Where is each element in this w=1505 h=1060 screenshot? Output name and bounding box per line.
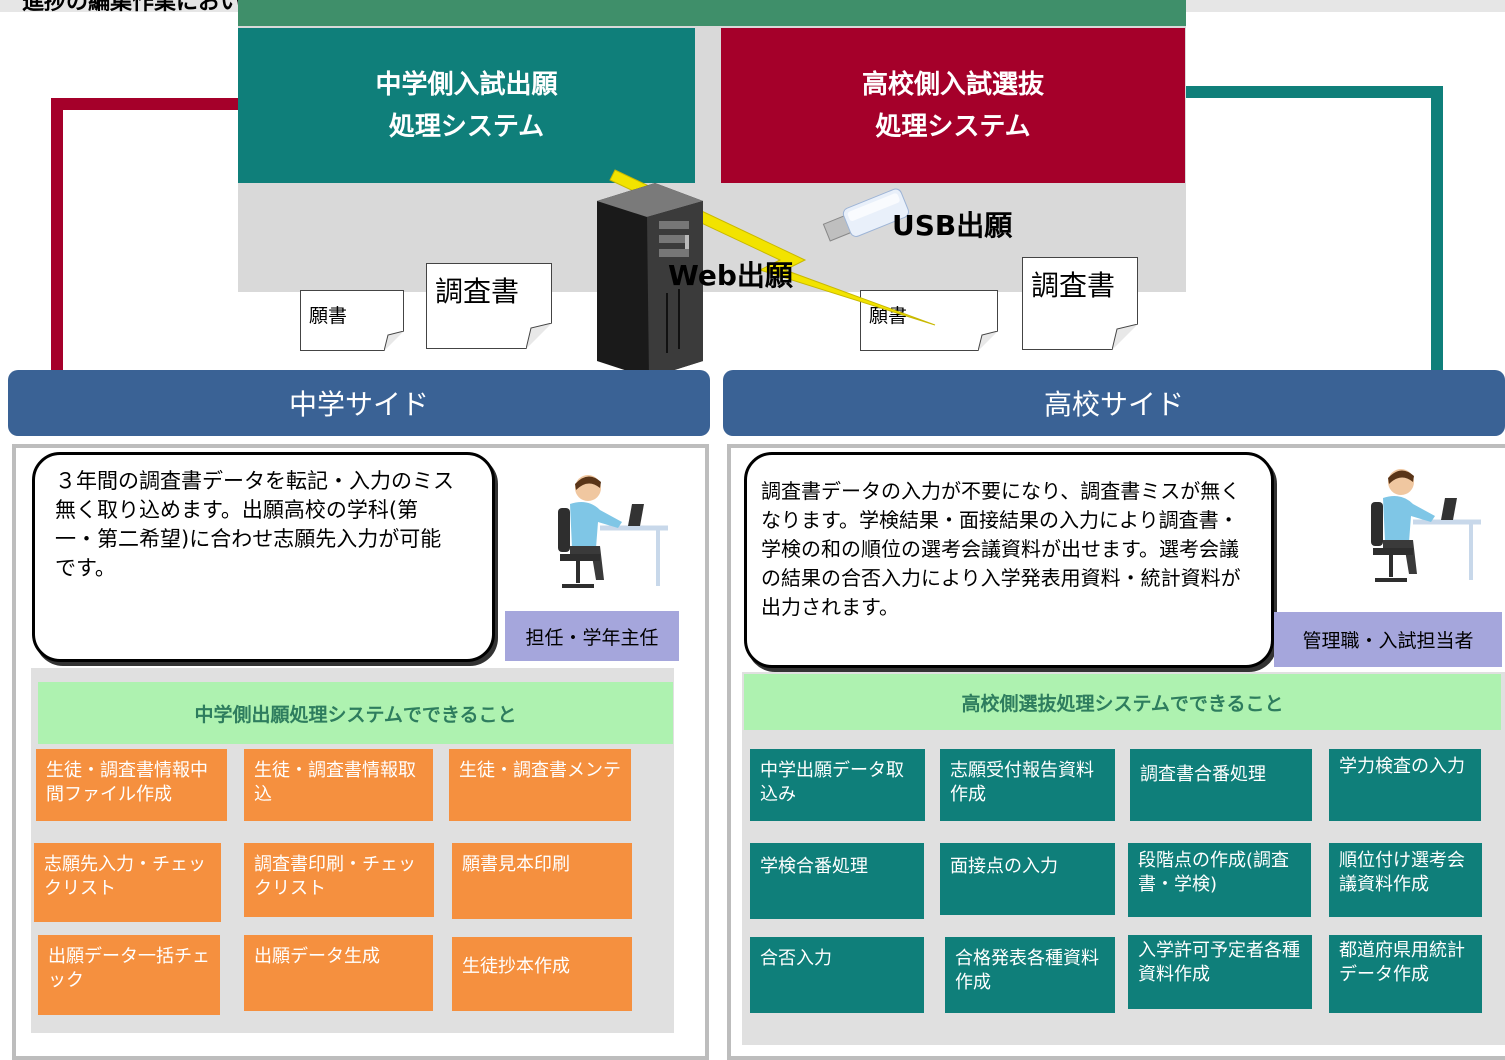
junior-benefit-bubble: ３年間の調査書データを転記・入力のミス無く取り込めます。出願高校の学科(第一・第… bbox=[32, 452, 495, 662]
senior-system-line2: 処理システム bbox=[875, 111, 1031, 142]
senior-system-line1: 高校側入試選抜 bbox=[861, 69, 1044, 100]
office-worker-icon bbox=[558, 475, 668, 588]
senior-feature-10: 合格発表各種資料作成 bbox=[945, 937, 1115, 1013]
junior-system-line1: 中学側入試出願 bbox=[375, 69, 558, 100]
junior-features-title: 中学側出願処理システムでできること bbox=[38, 682, 673, 744]
senior-role-label: 管理職・入試担当者 bbox=[1274, 612, 1502, 667]
senior-feature-5: 学検合番処理 bbox=[750, 843, 924, 919]
junior-feature-4: 志願先入力・チェックリスト bbox=[34, 843, 221, 922]
usb-callout: USB出願 bbox=[892, 209, 1013, 242]
junior-feature-5: 調査書印刷・チェックリスト bbox=[244, 843, 434, 917]
report-doc-right-label: 調査書 bbox=[1031, 269, 1116, 302]
senior-feature-7: 段階点の作成(調査書・学検) bbox=[1128, 843, 1311, 917]
application-doc-left: 願書 bbox=[300, 290, 404, 351]
office-worker-icon-right bbox=[1371, 469, 1481, 582]
application-doc-right-label: 願書 bbox=[869, 305, 908, 327]
junior-feature-2: 生徒・調査書情報取込 bbox=[244, 749, 433, 821]
web-callout: Web出願 bbox=[668, 259, 793, 292]
report-doc-left-label: 調査書 bbox=[435, 275, 520, 308]
senior-system-box: 高校側入試選抜 処理システム bbox=[721, 28, 1185, 183]
junior-feature-1: 生徒・調査書情報中間ファイル作成 bbox=[36, 749, 227, 821]
senior-features-title: 高校側選抜処理システムでできること bbox=[744, 674, 1501, 730]
senior-feature-3: 調査書合番処理 bbox=[1130, 749, 1312, 821]
junior-benefit-text: ３年間の調査書データを転記・入力のミス無く取り込めます。出願高校の学科(第一・第… bbox=[55, 469, 454, 580]
application-doc-right: 願書 bbox=[860, 290, 998, 351]
junior-feature-7: 出願データ一括チェック bbox=[38, 935, 220, 1015]
senior-feature-12: 都道府県用統計データ作成 bbox=[1329, 935, 1482, 1013]
junior-system-box: 中学側入試出願 処理システム bbox=[238, 28, 695, 183]
senior-feature-8: 順位付け選考会議資料作成 bbox=[1329, 843, 1482, 917]
senior-benefit-text: 調査書データの入力が不要になり、調査書ミスが無くなります。学検結果・面接結果の入… bbox=[761, 479, 1241, 619]
senior-feature-2: 志願受付報告資料作成 bbox=[940, 749, 1115, 821]
server-tower-icon bbox=[597, 183, 703, 378]
junior-feature-3: 生徒・調査書メンテ bbox=[449, 749, 631, 821]
junior-system-line2: 処理システム bbox=[388, 111, 545, 142]
application-doc-left-label: 願書 bbox=[309, 305, 348, 327]
report-doc-right: 調査書 bbox=[1022, 257, 1138, 350]
senior-feature-1: 中学出願データ取込み bbox=[750, 749, 925, 821]
usb-drive-icon bbox=[822, 188, 909, 242]
junior-side-header: 中学サイド bbox=[8, 370, 710, 436]
top-green-bar bbox=[238, 0, 1186, 26]
junior-feature-9: 生徒抄本作成 bbox=[452, 937, 632, 1011]
senior-side-header: 高校サイド bbox=[723, 370, 1505, 436]
senior-benefit-bubble: 調査書データの入力が不要になり、調査書ミスが無くなります。学検結果・面接結果の入… bbox=[744, 452, 1274, 668]
senior-feature-4: 学力検査の入力 bbox=[1329, 749, 1481, 821]
senior-feature-11: 入学許可予定者各種資料作成 bbox=[1128, 935, 1312, 1009]
junior-feature-8: 出願データ生成 bbox=[244, 935, 433, 1011]
junior-role-label: 担任・学年主任 bbox=[505, 611, 679, 661]
senior-feature-6: 面接点の入力 bbox=[940, 843, 1115, 915]
report-doc-left: 調査書 bbox=[426, 263, 552, 349]
senior-feature-9: 合否入力 bbox=[750, 937, 924, 1013]
junior-feature-6: 願書見本印刷 bbox=[452, 843, 632, 919]
